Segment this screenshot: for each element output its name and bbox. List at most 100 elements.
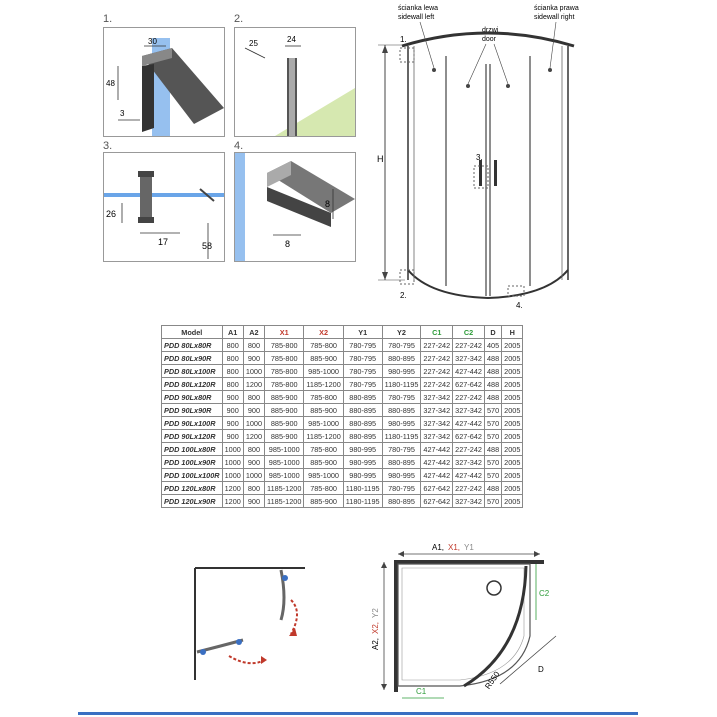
detail-4-dim-b: 8 [285, 239, 290, 249]
spec-cell: 800 [221, 364, 244, 378]
spec-cell: 780-795 [381, 338, 422, 352]
detail-1-dim-top: 30 [148, 37, 157, 46]
model-cell: PDD 80Lx90R [161, 351, 223, 365]
spec-header-c2: C2 [452, 325, 485, 339]
spec-cell: 427-442 [420, 455, 454, 469]
spec-cell: 227-242 [420, 377, 454, 391]
spec-cell: 2005 [501, 364, 524, 378]
spec-cell: 800 [242, 481, 266, 495]
plan-dim-x1: X1, [448, 543, 460, 552]
spec-cell: 885-900 [303, 351, 344, 365]
detail-3-number: 3. [103, 140, 113, 152]
plan-dim-r: R550 [483, 669, 502, 690]
spec-cell: 627-642 [452, 377, 485, 391]
spec-cell: 785-800 [264, 377, 305, 391]
spec-cell: 785-800 [303, 338, 344, 352]
spec-cell: 1185-1200 [264, 494, 305, 508]
spec-cell: 627-642 [420, 481, 454, 495]
spec-cell: 885-900 [264, 429, 305, 443]
spec-cell: 900 [221, 390, 244, 404]
spec-cell: 980-995 [381, 364, 422, 378]
spec-cell: 2005 [501, 338, 524, 352]
spec-cell: 570 [483, 403, 503, 417]
plan-dim-y1: Y1 [464, 543, 474, 552]
spec-cell: 627-642 [452, 429, 485, 443]
spec-cell: 880-895 [342, 429, 383, 443]
spec-cell: 488 [483, 390, 503, 404]
spec-cell: 800 [221, 377, 244, 391]
spec-header-d: D [483, 325, 503, 339]
spec-header-c1: C1 [420, 325, 454, 339]
spec-cell: 1000 [242, 364, 266, 378]
model-cell: PDD 80Lx120R [161, 377, 223, 391]
spec-cell: 785-800 [303, 481, 344, 495]
spec-cell: 1180-1195 [342, 494, 383, 508]
spec-cell: 570 [483, 416, 503, 430]
spec-cell: 785-800 [264, 364, 305, 378]
spec-cell: 900 [242, 455, 266, 469]
spec-cell: 2005 [501, 416, 524, 430]
elevation-label-right-pl: ścianka prawa [534, 5, 579, 12]
door-swing-diagram [194, 567, 305, 680]
detail-3-dim-a: 26 [106, 209, 116, 219]
spec-cell: 427-442 [452, 364, 485, 378]
spec-cell: 1180-1195 [381, 377, 422, 391]
spec-cell: 488 [483, 481, 503, 495]
detail-3-dim-c: 58 [202, 241, 212, 251]
spec-cell: 327-342 [452, 455, 485, 469]
elevation-label-door-en: door [482, 36, 497, 43]
spec-cell: 227-242 [452, 390, 485, 404]
detail-4-number: 4. [234, 140, 244, 152]
spec-cell: 488 [483, 377, 503, 391]
spec-cell: 785-800 [303, 442, 344, 456]
spec-cell: 780-795 [342, 338, 383, 352]
spec-cell: 427-442 [452, 416, 485, 430]
detail-1-box: 30 48 3 [103, 27, 225, 137]
elevation-mark-4: 4. [516, 301, 523, 310]
spec-cell: 2005 [501, 403, 524, 417]
elevation-label-left-pl: ścianka lewa [398, 5, 438, 12]
spec-cell: 880-895 [381, 494, 422, 508]
spec-cell: 980-995 [342, 455, 383, 469]
spec-cell: 780-795 [342, 364, 383, 378]
plan-dim-y2: Y2 [371, 608, 380, 618]
spec-cell: 488 [483, 364, 503, 378]
spec-cell: 985-1000 [303, 364, 344, 378]
spec-cell: 900 [221, 416, 244, 430]
spec-header-x1: X1 [264, 325, 305, 339]
model-cell: PDD 120Lx80R [161, 481, 223, 495]
spec-cell: 570 [483, 455, 503, 469]
model-cell: PDD 100Lx80R [161, 442, 223, 456]
spec-cell: 980-995 [342, 468, 383, 482]
spec-cell: 1200 [221, 494, 244, 508]
spec-cell: 1000 [221, 442, 244, 456]
elevation-mark-2: 2. [400, 291, 407, 300]
detail-4-box: 8 8 [234, 152, 356, 262]
spec-cell: 785-800 [264, 338, 305, 352]
spec-cell: 1000 [242, 416, 266, 430]
spec-cell: 1200 [221, 481, 244, 495]
spec-cell: 900 [221, 429, 244, 443]
plan-dim-c2: C2 [539, 589, 550, 598]
spec-cell: 1000 [221, 455, 244, 469]
spec-cell: 570 [483, 429, 503, 443]
plan-dim-c1: C1 [416, 687, 427, 696]
spec-cell: 780-795 [342, 377, 383, 391]
spec-cell: 880-895 [381, 403, 422, 417]
spec-cell: 488 [483, 351, 503, 365]
spec-cell: 227-242 [420, 351, 454, 365]
spec-cell: 2005 [501, 494, 524, 508]
spec-cell: 985-1000 [303, 416, 344, 430]
plan-dim-d: D [538, 665, 544, 674]
elevation-label-left-en: sidewall left [398, 14, 434, 21]
spec-cell: 785-800 [303, 390, 344, 404]
elevation-label-door-pl: drzwi [482, 27, 499, 34]
spec-cell: 627-642 [420, 494, 454, 508]
spec-header-model: Model [161, 325, 223, 339]
